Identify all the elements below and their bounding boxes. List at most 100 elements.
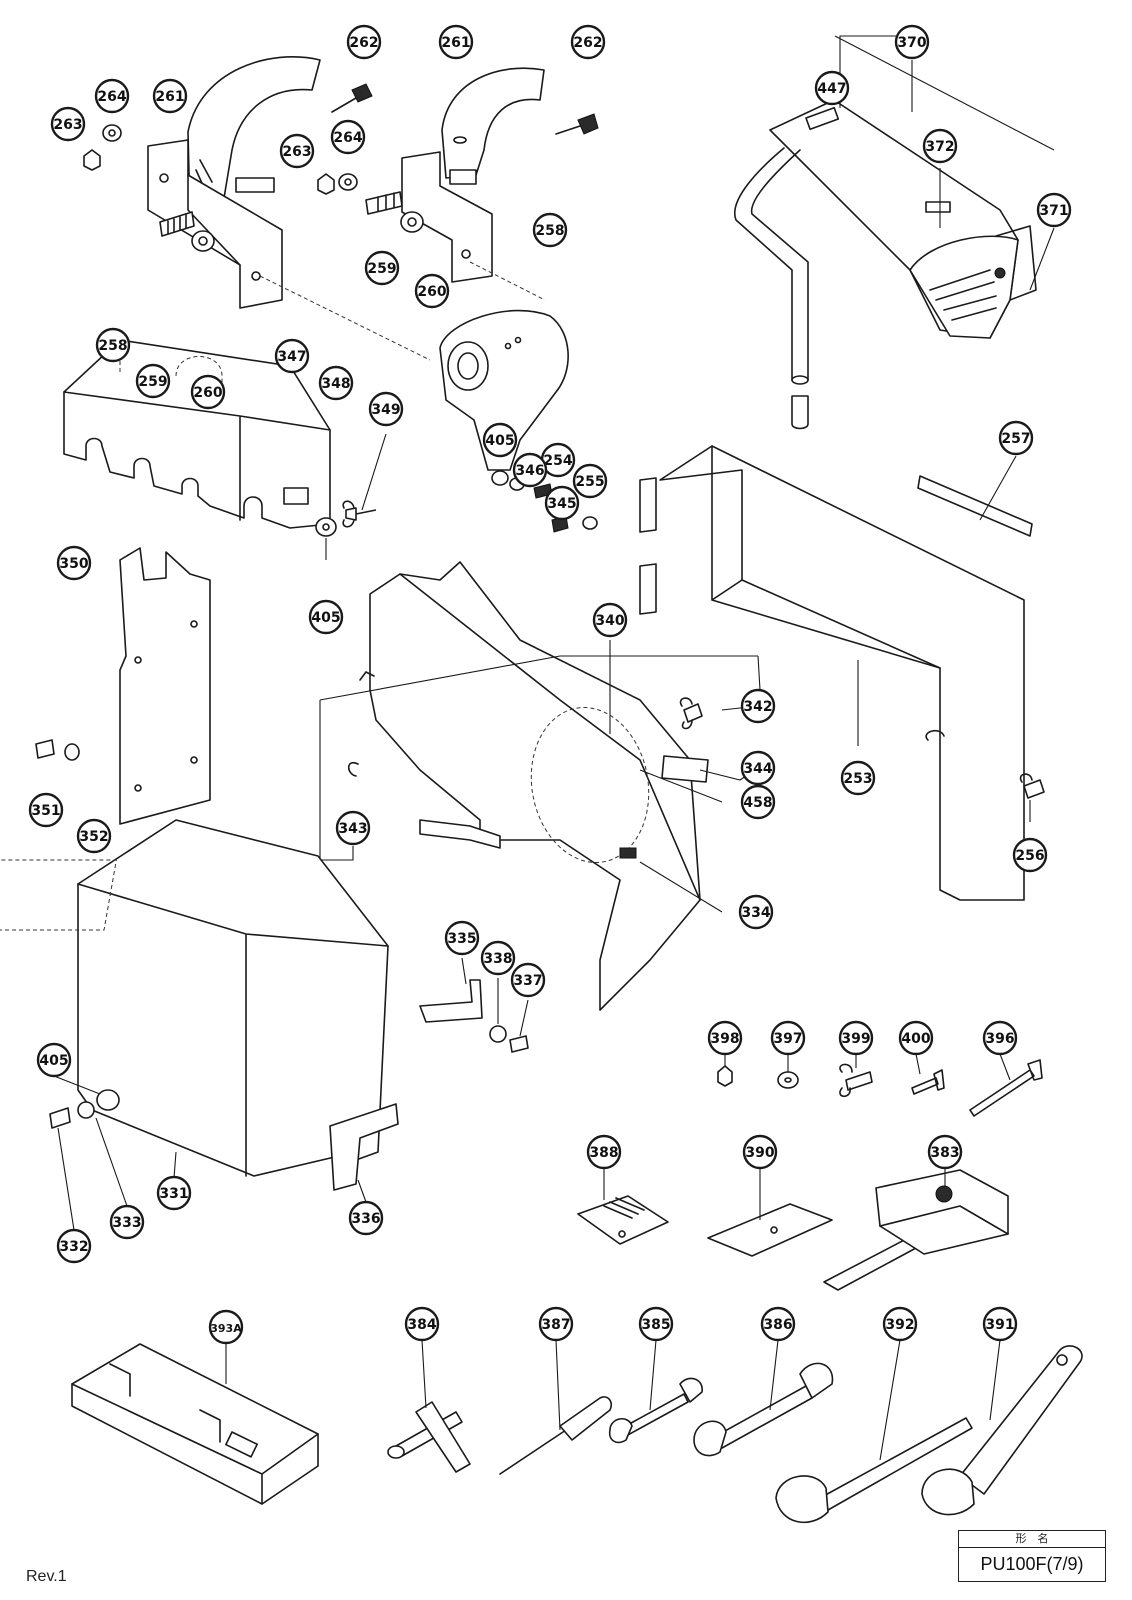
wrench-392 xyxy=(775,1417,973,1524)
bolt-259-left xyxy=(159,211,195,237)
leaders-accessories xyxy=(603,1168,946,1220)
callout-text-262b: 262 xyxy=(573,35,602,51)
callout-345: 345 xyxy=(544,485,580,521)
rip-fence-383 xyxy=(823,1169,1009,1291)
callout-text-384: 384 xyxy=(407,1317,436,1333)
callout-text-345: 345 xyxy=(547,496,576,512)
callout-337: 337 xyxy=(510,962,546,998)
callout-text-349: 349 xyxy=(371,402,400,418)
callout-259a: 259 xyxy=(135,363,171,399)
callout-text-333: 333 xyxy=(112,1215,141,1231)
callout-text-258a: 258 xyxy=(98,338,127,354)
wrench-386 xyxy=(693,1362,834,1457)
callout-text-347: 347 xyxy=(277,349,306,365)
frame-253 xyxy=(639,445,1025,901)
callout-text-458: 458 xyxy=(743,795,772,811)
dust-chute-340 xyxy=(359,561,701,1011)
washer-405-chute xyxy=(491,470,509,486)
callout-371: 371 xyxy=(1036,192,1072,228)
callout-text-447: 447 xyxy=(817,81,846,97)
callout-342: 342 xyxy=(740,688,776,724)
washer-260-left xyxy=(191,230,215,252)
callout-392: 392 xyxy=(882,1306,918,1342)
callout-text-255: 255 xyxy=(575,474,604,490)
plate-344 xyxy=(661,755,709,783)
nut-263-left xyxy=(83,149,101,171)
leader-349 xyxy=(325,433,387,560)
washer-397 xyxy=(777,1071,799,1089)
callout-458: 458 xyxy=(740,784,776,820)
washer-264-left xyxy=(102,124,122,142)
callout-397: 397 xyxy=(770,1020,806,1056)
model-number: PU100F(7/9) xyxy=(980,1554,1084,1574)
callout-text-393A: 393A xyxy=(210,1322,242,1335)
callout-348: 348 xyxy=(318,365,354,401)
guard-plate-261-left xyxy=(187,56,321,216)
callout-263b: 263 xyxy=(279,133,315,169)
callout-text-259b: 259 xyxy=(367,261,396,277)
callout-text-261b: 261 xyxy=(441,35,470,51)
callout-259b: 259 xyxy=(364,250,400,286)
callout-text-405b: 405 xyxy=(311,610,340,626)
washer-333 xyxy=(77,1101,95,1119)
callout-387: 387 xyxy=(538,1306,574,1342)
callout-text-338: 338 xyxy=(483,951,512,967)
callout-text-253: 253 xyxy=(843,771,872,787)
callout-text-386: 386 xyxy=(763,1317,792,1333)
bolt-337 xyxy=(509,1035,529,1053)
title-block: 形 名 PU100F(7/9) xyxy=(958,1530,1106,1582)
callout-text-257: 257 xyxy=(1001,431,1030,447)
callout-260b: 260 xyxy=(414,273,450,309)
tool-box-393A xyxy=(71,1343,319,1505)
callout-263a: 263 xyxy=(50,106,86,142)
callout-text-385: 385 xyxy=(641,1317,670,1333)
callout-335: 335 xyxy=(444,920,480,956)
callout-347: 347 xyxy=(274,338,310,374)
callout-text-261a: 261 xyxy=(155,89,184,105)
callout-351: 351 xyxy=(28,792,64,828)
callout-262b: 262 xyxy=(570,24,606,60)
callout-text-264b: 264 xyxy=(333,130,362,146)
callout-391: 391 xyxy=(982,1306,1018,1342)
callout-text-343: 343 xyxy=(338,821,367,837)
callout-text-387: 387 xyxy=(541,1317,570,1333)
callout-text-391: 391 xyxy=(985,1317,1014,1333)
callout-text-262a: 262 xyxy=(349,35,378,51)
callout-text-370: 370 xyxy=(897,35,926,51)
callout-396: 396 xyxy=(982,1020,1018,1056)
callout-text-344: 344 xyxy=(743,761,772,777)
callout-264b: 264 xyxy=(330,119,366,155)
leaders-frame xyxy=(857,455,1031,822)
callout-text-263a: 263 xyxy=(53,117,82,133)
callout-text-337: 337 xyxy=(513,973,542,989)
leaders-tools xyxy=(421,1339,1001,1461)
callout-332: 332 xyxy=(56,1228,92,1264)
callout-text-332: 332 xyxy=(59,1239,88,1255)
callout-262a: 262 xyxy=(346,24,382,60)
bolt-351 xyxy=(35,739,55,759)
callout-text-390: 390 xyxy=(745,1145,774,1161)
callout-343: 343 xyxy=(335,810,371,846)
callout-text-348: 348 xyxy=(321,376,350,392)
screw-396 xyxy=(969,1059,1043,1117)
callout-256: 256 xyxy=(1012,837,1048,873)
callout-344: 344 xyxy=(740,750,776,786)
washer-405-box xyxy=(96,1089,120,1111)
callout-text-405c: 405 xyxy=(39,1053,68,1069)
leaders-chute xyxy=(609,640,723,913)
callout-386: 386 xyxy=(760,1306,796,1342)
bolt-259-right xyxy=(365,191,403,215)
callout-text-405a: 405 xyxy=(485,433,514,449)
callout-400: 400 xyxy=(898,1020,934,1056)
nut-263-right xyxy=(317,173,335,195)
callout-text-263b: 263 xyxy=(282,144,311,160)
callout-text-400: 400 xyxy=(901,1031,930,1047)
callout-text-399: 399 xyxy=(841,1031,870,1047)
washer-260-right xyxy=(400,211,424,233)
callout-255: 255 xyxy=(572,463,608,499)
callout-261b: 261 xyxy=(438,24,474,60)
callout-383: 383 xyxy=(927,1134,963,1170)
callout-334: 334 xyxy=(738,894,774,930)
wrench-391 xyxy=(921,1345,1083,1516)
